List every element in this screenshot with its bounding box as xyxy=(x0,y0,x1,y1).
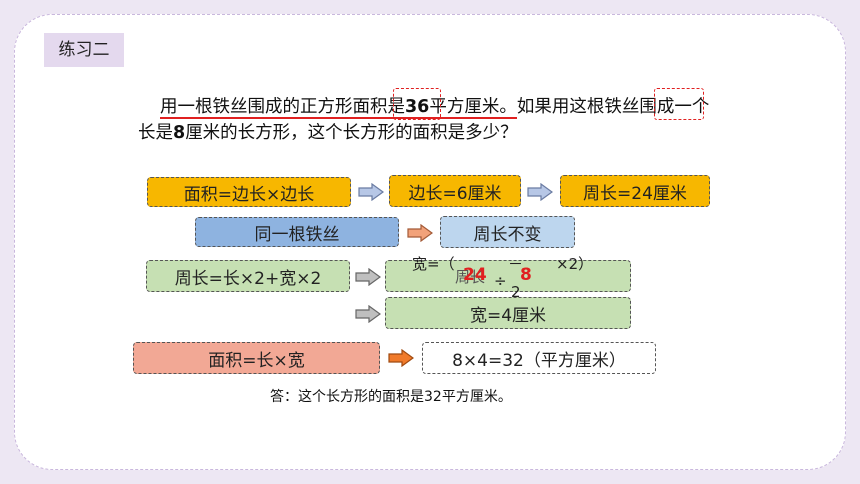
width-formula-box xyxy=(385,260,631,292)
arrow-right-icon xyxy=(358,183,384,201)
width-result-box: 宽=4厘米 xyxy=(385,297,631,329)
width-formula-perimeter: 周长 xyxy=(455,268,486,286)
width-formula-minus: － xyxy=(508,255,524,273)
problem-part-2: 平方厘米。 xyxy=(429,97,517,117)
problem-part-3: 如果用这根铁丝围成一个长是 xyxy=(138,97,710,143)
arrow-right-icon xyxy=(527,183,553,201)
side-length-box: 边长=6厘米 xyxy=(389,175,521,207)
result-box: 8×4=32（平方厘米） xyxy=(422,342,656,374)
area-square-box: 面积=边长×边长 xyxy=(147,177,351,207)
problem-part-4: 厘米的长方形，这个长方形的面积是多少？ xyxy=(185,123,518,143)
width-formula-two: 2 xyxy=(511,283,521,301)
underlined-sentence: 用一根铁丝围成的正方形面积是36平方厘米。 xyxy=(160,97,517,119)
perimeter-formula-box: 周长=长×2+宽×2 xyxy=(146,260,350,292)
problem-part-1: 用一根铁丝围成的正方形面积是 xyxy=(160,97,405,117)
perimeter-same-box: 周长不变 xyxy=(440,216,575,248)
highlight-mark-this xyxy=(654,88,704,120)
exercise-tag: 练习二 xyxy=(44,33,124,67)
problem-number-36: 36 xyxy=(405,97,430,117)
area-rect-box: 面积=长×宽 xyxy=(133,342,380,374)
arrow-right-icon xyxy=(388,349,414,367)
arrow-right-icon xyxy=(355,305,381,323)
width-formula-divide: ÷ xyxy=(494,272,507,290)
width-formula-times: ×2） xyxy=(556,255,594,273)
value-8: 8 xyxy=(520,265,532,285)
arrow-right-icon xyxy=(407,224,433,242)
problem-text: 用一根铁丝围成的正方形面积是36平方厘米。如果用这根铁丝围成一个长是8厘米的长方… xyxy=(138,94,718,146)
answer-text: 答：这个长方形的面积是32平方厘米。 xyxy=(270,389,512,405)
value-24: 24 xyxy=(463,265,487,285)
problem-number-8: 8 xyxy=(173,123,186,143)
arrow-right-icon xyxy=(355,268,381,286)
perimeter-box: 周长=24厘米 xyxy=(560,175,710,207)
same-wire-box: 同一根铁丝 xyxy=(195,217,399,247)
slide-card xyxy=(14,14,846,470)
width-formula-start: 宽=（ xyxy=(412,255,455,273)
highlight-mark-area xyxy=(393,88,441,120)
